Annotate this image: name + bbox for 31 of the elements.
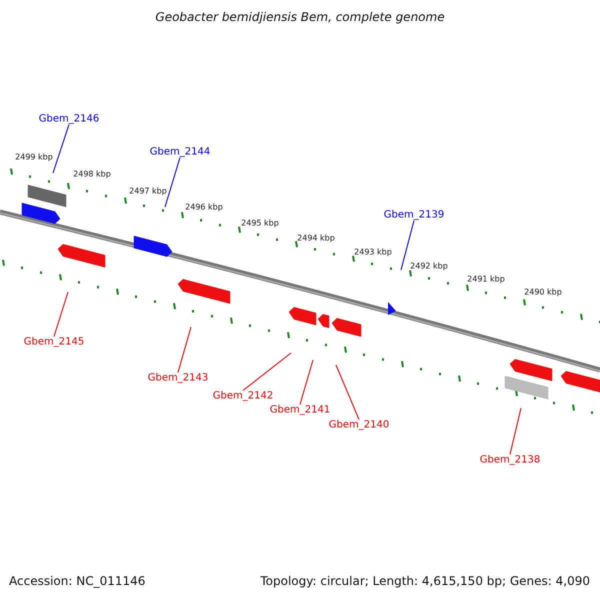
leader-line bbox=[400, 220, 414, 270]
leader-line bbox=[164, 157, 180, 208]
tick-label: 2490 kbp bbox=[524, 288, 562, 296]
leader-line bbox=[336, 364, 360, 420]
tick-label: 2498 kbp bbox=[73, 170, 111, 178]
leader-line bbox=[52, 124, 70, 174]
gene-label: Gbem_2144 bbox=[150, 146, 210, 158]
leader-line bbox=[242, 352, 292, 391]
gene-label: Gbem_2138 bbox=[480, 454, 540, 466]
gene-label: Gbem_2145 bbox=[24, 336, 84, 348]
gene-label: Gbem_2139 bbox=[384, 210, 444, 220]
diagram-title: Geobacter bemidjiensis Bem, complete genome bbox=[154, 10, 446, 24]
tick-label: 2492 kbp bbox=[410, 262, 448, 270]
tick-label: 2497 kbp bbox=[129, 186, 167, 196]
tick-label: 2491 kbp bbox=[467, 274, 505, 284]
leader-line bbox=[178, 326, 192, 373]
leader-line bbox=[54, 292, 68, 337]
gene-label: Gbem_2142 bbox=[212, 390, 274, 402]
tick-label: 2496 kbp bbox=[185, 202, 223, 212]
gene-label: Gbem_2143 bbox=[148, 372, 208, 384]
gene-label: Gbem_2140 bbox=[328, 420, 390, 430]
gene-label: Gbem_2141 bbox=[270, 404, 330, 416]
leader-line bbox=[510, 408, 522, 455]
footer-text: Topology: circular; Length: 4,615,150 bp; Genes: 4,090 bbox=[260, 574, 590, 588]
tick-label: 2493 kbp bbox=[354, 248, 392, 256]
tick-label: 2499 kbp bbox=[15, 152, 53, 162]
gene-label: Gbem_2146 bbox=[38, 114, 100, 124]
tick-label: 2494 kbp bbox=[297, 234, 335, 242]
tick-label: 2495 kbp bbox=[241, 218, 279, 228]
footer-text: Accession: NC_011146 bbox=[9, 574, 146, 588]
leader-line bbox=[300, 360, 314, 405]
